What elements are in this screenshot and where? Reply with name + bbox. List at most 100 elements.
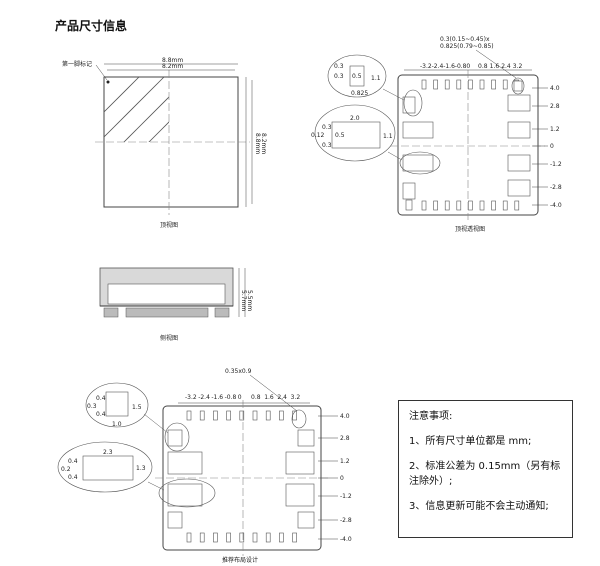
- fp-pad: [213, 410, 218, 421]
- fp-pad: [239, 532, 245, 543]
- side-dim-a: 5.7mm: [240, 290, 247, 311]
- fp-detail-b-l2: 0.4: [68, 458, 78, 465]
- transparent-view: 0.3(0.15~0.45)x 0.825(0.79~0.85) -3.2-2.…: [311, 36, 562, 233]
- fp-pad: [213, 532, 218, 543]
- tv-detail-a-l3: 0.5: [352, 73, 362, 80]
- tv-pad: [491, 79, 496, 90]
- fp-pad: [265, 532, 271, 543]
- fp-pitch-label: 0.35x0.9: [225, 368, 252, 375]
- tv-detail-b-l6: 2.0: [350, 115, 360, 122]
- tv-y-label: 0: [550, 143, 554, 150]
- tv-detail-a-l5: 0.825: [351, 90, 368, 97]
- tv-pad: [444, 79, 450, 90]
- fp-x-label: -3.2: [185, 394, 197, 401]
- side-view: 5.7mm 5.5mm 侧视图: [99, 267, 253, 342]
- fp-detail-a-l3: 0.4: [96, 411, 106, 418]
- tv-detail-a-l4: 1.1: [371, 75, 381, 82]
- side-dim-b: 5.5mm: [246, 290, 253, 311]
- fp-pad: [186, 532, 192, 543]
- tv-pad: [468, 79, 473, 90]
- tv-x-label: 2.4: [501, 63, 511, 70]
- top-dim-outer-w: 8.8mm: [162, 57, 183, 64]
- tv-pad-spec-2: 0.825(0.79~0.85): [440, 43, 494, 50]
- top-view-caption: 顶视图: [160, 221, 178, 229]
- tv-x-label: 1.6: [490, 63, 500, 70]
- fp-detail-b-l5: 1.3: [136, 465, 146, 472]
- tv-pad: [456, 79, 462, 90]
- fp-pad: [252, 532, 258, 543]
- fp-pad: [292, 532, 297, 543]
- tv-pad: [479, 79, 485, 90]
- tv-pad: [433, 200, 438, 211]
- notes-box: 注意事项: 1、所有尺寸单位都是 mm; 2、标准公差为 0.15mm（另有标注…: [398, 400, 573, 538]
- fp-pad: [226, 532, 231, 543]
- tv-pad: [433, 79, 438, 90]
- fp-x-label: -2.4: [198, 394, 210, 401]
- tv-detail-b-l5: 1.1: [383, 133, 393, 140]
- fp-caption: 推荐布局设计: [222, 556, 258, 564]
- top-dim-inner-h: 8.2mm: [260, 133, 267, 154]
- tv-detail-b-l4: 0.3: [322, 142, 332, 149]
- tv-x-label: 0: [466, 63, 470, 70]
- fp-pad: [239, 410, 245, 421]
- tv-pad: [468, 200, 473, 211]
- tv-pad: [456, 200, 462, 211]
- tv-x-label: -2.4: [432, 63, 444, 70]
- fp-pad: [279, 532, 284, 543]
- pin1-hatch: [104, 77, 169, 142]
- fp-x-label: 0.8: [251, 394, 261, 401]
- tv-y-label: 4.0: [550, 85, 560, 92]
- fp-detail-b-l3: 0.2: [61, 466, 71, 473]
- fp-pad: [279, 410, 284, 421]
- fp-x-label: 3.2: [291, 394, 301, 401]
- fp-x-label: 0: [238, 394, 242, 401]
- tv-y-label: -1.2: [550, 161, 562, 168]
- tv-detail-b-l1: 0.3: [322, 124, 332, 131]
- note-item-3: 3、信息更新可能不会主动通知;: [409, 501, 549, 512]
- tv-pad: [502, 200, 508, 211]
- top-view: 第一脚标记 8.8mm 8.2mm 8.8mm 8.2mm 顶视图: [62, 57, 267, 229]
- fp-detail-b-l4: 0.4: [68, 474, 78, 481]
- fp-x-label: -0.8: [225, 394, 237, 401]
- fp-pad: [199, 532, 205, 543]
- tv-y-label: 1.2: [550, 126, 560, 133]
- fp-detail-b-l1: 2.3: [103, 449, 113, 456]
- tv-y-label: -4.0: [550, 202, 562, 209]
- fp-y-label: 1.2: [340, 458, 350, 465]
- tv-pad: [444, 200, 450, 211]
- fp-pad: [186, 410, 192, 421]
- tv-detail-a-l2: 0.3: [334, 73, 344, 80]
- tv-pad: [479, 200, 485, 211]
- tv-pad: [421, 200, 427, 211]
- fp-x-label: 2.4: [277, 394, 287, 401]
- pin1-label: 第一脚标记: [62, 60, 92, 68]
- fp-x-label: -1.6: [211, 394, 223, 401]
- fp-detail-a-l5: 1.0: [112, 421, 122, 428]
- tv-pad: [421, 79, 427, 90]
- top-dim-outer-h: 8.8mm: [254, 133, 261, 154]
- fp-y-label: 2.8: [340, 435, 350, 442]
- tv-pad-spec-1: 0.3(0.15~0.45)x: [440, 36, 490, 43]
- tv-caption: 顶视透视图: [455, 225, 485, 233]
- tv-detail-b-l2: 0.12: [311, 132, 325, 139]
- tv-x-label: -1.6: [443, 63, 455, 70]
- tv-pad: [514, 200, 520, 211]
- fp-y-label: 0: [340, 475, 344, 482]
- tv-pad: [491, 200, 496, 211]
- tv-y-label: 2.8: [550, 103, 560, 110]
- fp-detail-a-l2: 0.3: [87, 403, 97, 410]
- tv-y-label: -2.8: [550, 184, 562, 191]
- fp-y-label: 4.0: [340, 413, 350, 420]
- fp-detail-a-l4: 1.5: [132, 404, 142, 411]
- note-item-2: 2、标准公差为 0.15mm（另有标注除外）;: [409, 461, 561, 487]
- tv-x-label: 0.8: [478, 63, 488, 70]
- fp-y-label: -2.8: [340, 517, 352, 524]
- page-title: 产品尺寸信息: [55, 19, 128, 33]
- fp-y-label: -4.0: [340, 536, 352, 543]
- tv-pad: [502, 79, 508, 90]
- fp-x-label: 1.6: [264, 394, 274, 401]
- fp-pad: [265, 410, 271, 421]
- tv-x-label: -0.8: [455, 63, 467, 70]
